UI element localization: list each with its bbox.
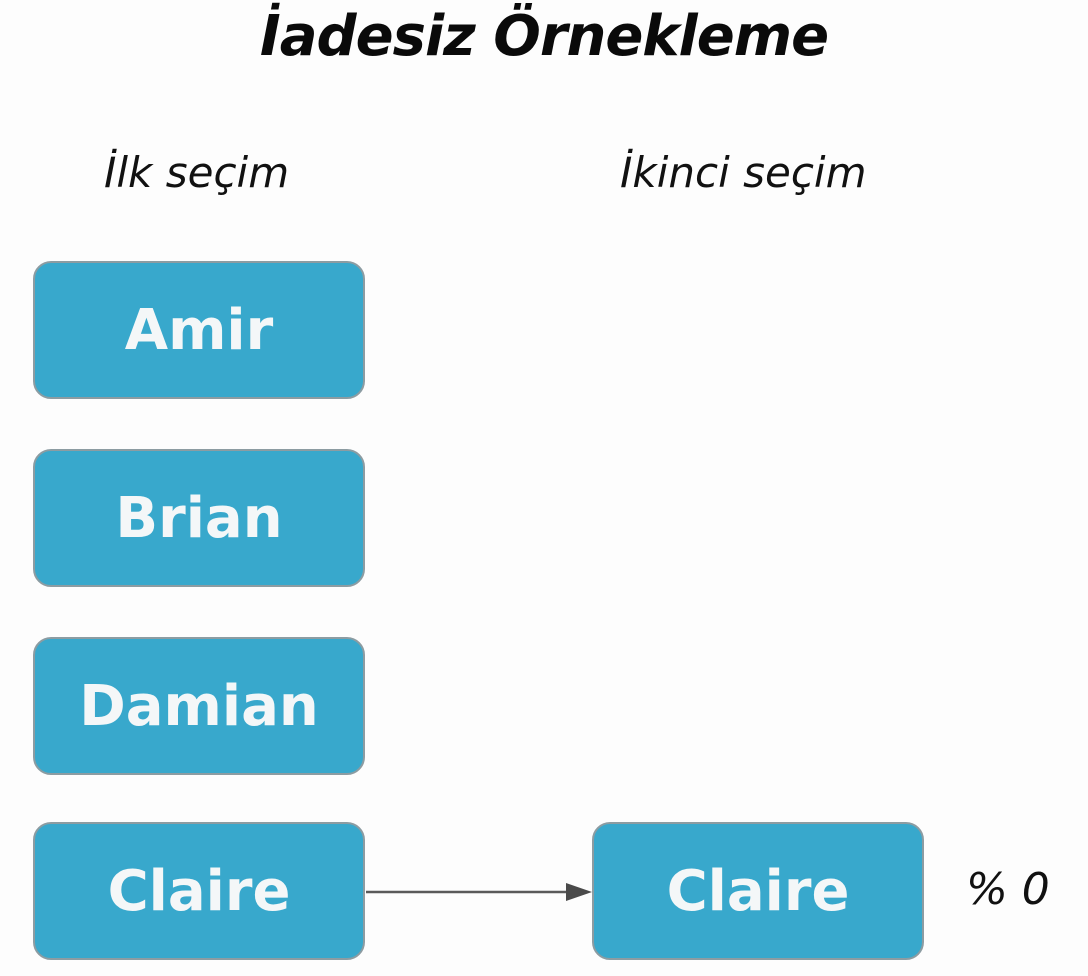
box-label: Brian [115, 485, 283, 551]
box-label: Claire [666, 858, 850, 924]
arrow-icon [366, 883, 592, 901]
first-selection-box-amir: Amir [33, 261, 365, 399]
box-label: Damian [79, 673, 319, 739]
box-label: Claire [107, 858, 291, 924]
first-selection-box-claire: Claire [33, 822, 365, 960]
first-selection-box-damian: Damian [33, 637, 365, 775]
first-selection-box-brian: Brian [33, 449, 365, 587]
diagram-title: İadesiz Örnekleme [259, 4, 829, 69]
box-label: Amir [124, 297, 274, 363]
probability-label: % 0 [966, 864, 1050, 915]
second-selection-label: İkinci seçim [620, 148, 867, 197]
second-selection-box-claire: Claire [592, 822, 924, 960]
first-selection-label: İlk seçim [104, 148, 290, 197]
